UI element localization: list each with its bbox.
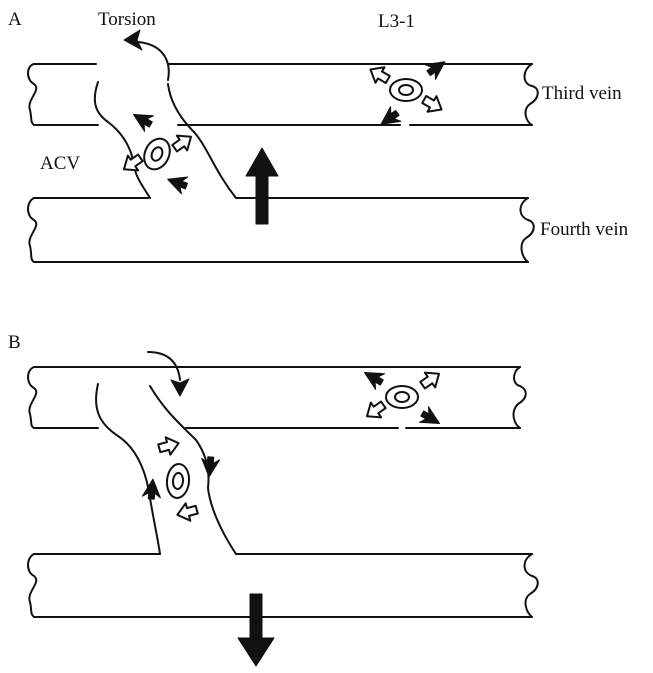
panel-a [27,29,539,263]
force-arrow-down-icon [237,593,275,667]
anterior-crossvein [93,81,237,199]
third-vein-tube-b [27,366,527,429]
fourth-vein-tube [27,197,535,263]
torsion-arrow-icon [123,29,170,81]
campaniform-sensillum-icon-b [165,463,191,499]
force-arrow-up-icon [245,147,279,225]
panel-b-letter: B [8,332,21,353]
panel-b [27,351,539,667]
third-vein-label: Third vein [542,83,622,104]
l3-1-sensillum-icon [389,78,423,102]
torsion-label: Torsion [98,9,156,30]
torsion-arrow-icon-b [147,351,190,397]
third-vein-tube [27,63,539,126]
panel-a-letter: A [8,9,22,30]
fourth-vein-tube-b [27,553,539,618]
fourth-vein-label: Fourth vein [540,219,629,240]
l3-1-sensillum-icon-b [385,385,419,409]
acv-label: ACV [40,153,81,174]
anterior-crossvein-b [95,383,237,555]
campaniform-sensillum-icon [143,137,171,171]
l3-1-label: L3-1 [378,11,415,32]
